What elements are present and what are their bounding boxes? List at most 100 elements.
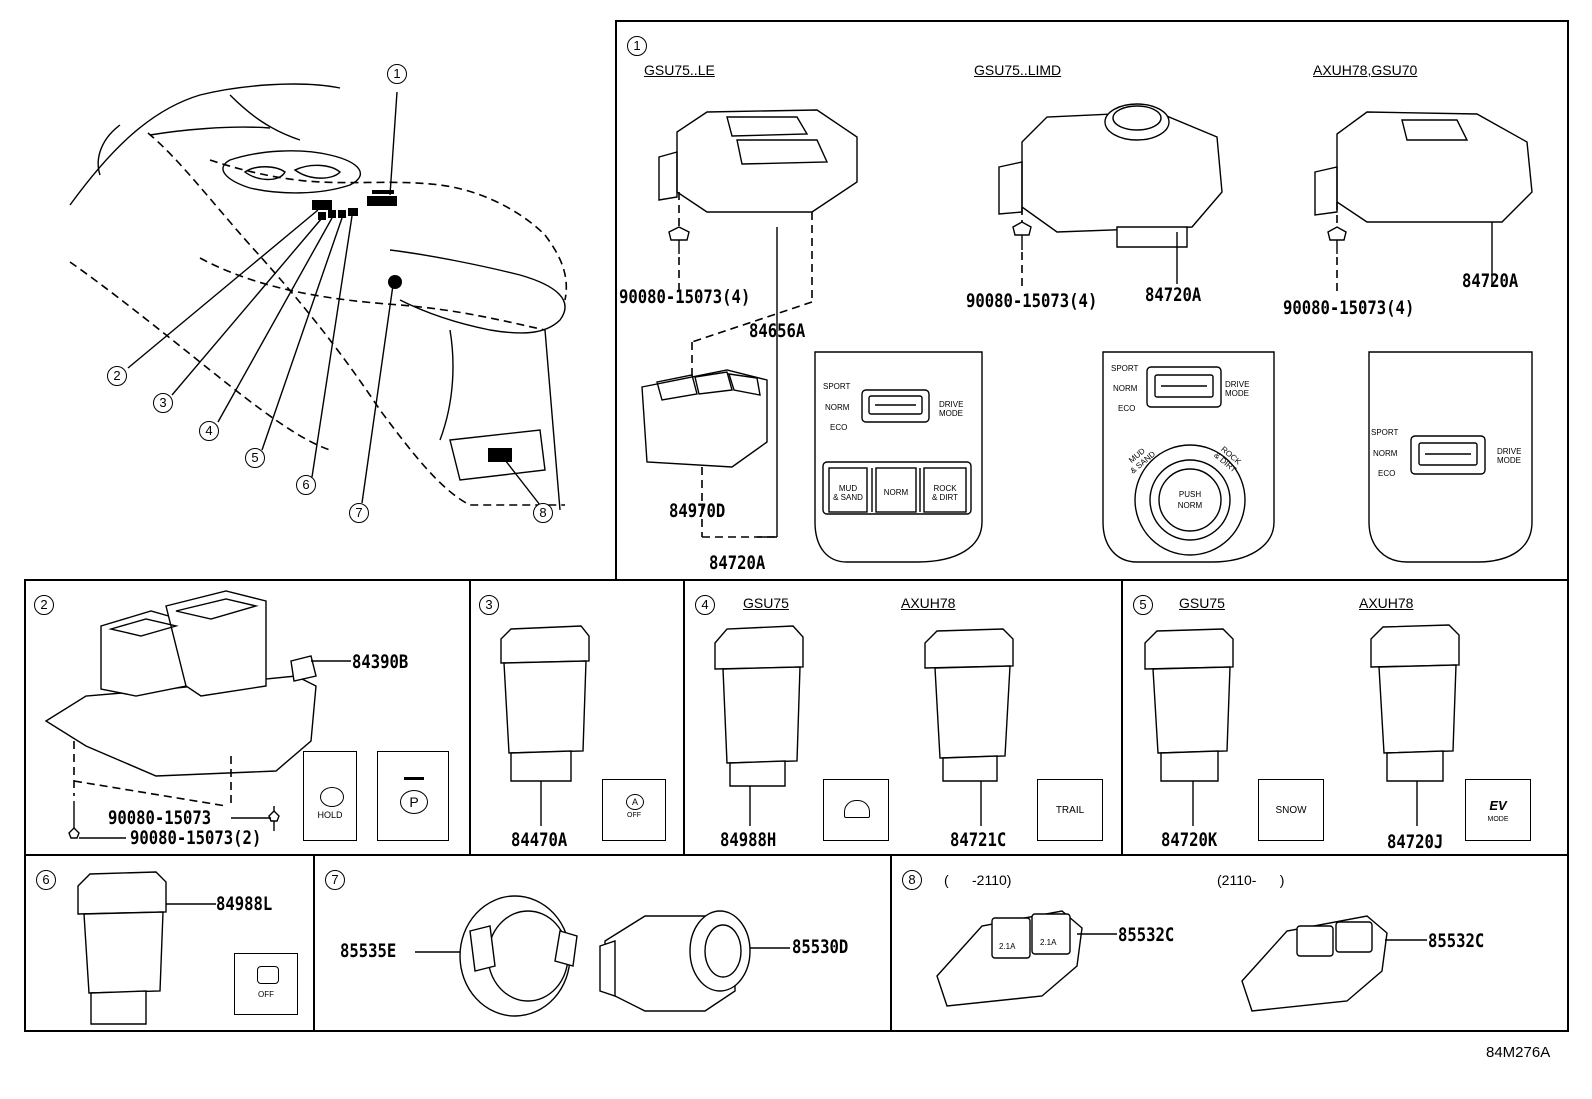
- panel-4-label-a: GSU75: [743, 595, 789, 611]
- panel-4-number: 4: [695, 595, 715, 615]
- callout-3: 3: [153, 393, 173, 413]
- variant-a-label: GSU75..LE: [644, 62, 715, 78]
- panel-3-off-label: OFF: [627, 812, 641, 819]
- panel-3-part: 84470A: [511, 829, 568, 851]
- plate-b-dial-norm: NORM: [1177, 501, 1203, 510]
- callout-1: 1: [387, 64, 407, 84]
- panel-6-switch: 6 84988L OFF: [24, 854, 315, 1032]
- panel-5-number: 5: [1133, 595, 1153, 615]
- panel-5-switches: 5 GSU75 AXUH78 84720K 84720J SNOW EV MOD…: [1121, 579, 1569, 856]
- plate-b-mode: MODE: [1225, 389, 1249, 398]
- plate-a-mode: MODE: [939, 409, 963, 418]
- plate-c-drive: DRIVE: [1497, 447, 1522, 456]
- panel-6-part: 84988L: [216, 893, 273, 915]
- plate-b-eco: ECO: [1118, 404, 1136, 413]
- panel-8-label-a: ( -2110): [944, 872, 1012, 888]
- callout-6: 6: [296, 475, 316, 495]
- plate-a-norm: NORM: [825, 403, 850, 412]
- callout-5: 5: [245, 448, 265, 468]
- panel-4-switch-face-b: TRAIL: [1037, 779, 1103, 841]
- panel-4-part-b: 84721C: [950, 829, 1007, 851]
- plate-a-eco: ECO: [830, 423, 848, 432]
- panel-3-switch-face: A OFF: [602, 779, 666, 841]
- panel-1-number: 1: [627, 36, 647, 56]
- callout-4: 4: [199, 421, 219, 441]
- panel-7-sockets: 7 85535E 85530D: [313, 854, 892, 1032]
- plate-a-btn-rock: ROCK & DIRT: [931, 484, 959, 502]
- panel-5-switch-face-a: SNOW: [1258, 779, 1324, 841]
- panel-8-drawing: [936, 910, 1427, 1012]
- callout-8: 8: [533, 503, 553, 523]
- plate-b-norm: NORM: [1113, 384, 1138, 393]
- panel-4-label-b: AXUH78: [901, 595, 956, 611]
- panel-8-number: 8: [902, 870, 922, 890]
- variant-a-switch-part: 84970D: [669, 500, 726, 522]
- panel-6-off-label: OFF: [258, 990, 274, 999]
- plate-b-drive: DRIVE: [1225, 380, 1250, 389]
- plate-b-dial-push: PUSH: [1178, 490, 1202, 499]
- panel-2-parking-switch-face: P: [377, 751, 449, 841]
- panel-6-drawing: [77, 871, 216, 1025]
- panel-6-number: 6: [36, 870, 56, 890]
- callout-2: 2: [107, 366, 127, 386]
- panel-5-switch-face-b: EV MODE: [1465, 779, 1531, 841]
- plate-c-sport: SPORT: [1371, 428, 1399, 437]
- panel-7-part-a: 85535E: [340, 940, 397, 962]
- traction-icon: [257, 966, 279, 984]
- panel-7-part-b: 85530D: [792, 936, 849, 958]
- panel-4-drawing: [714, 625, 1014, 826]
- panel-2-number: 2: [34, 595, 54, 615]
- panel-2-parking-brake-switch: 2 84390B 90080-15073 90080-15073(2) HOLD…: [24, 579, 471, 856]
- plate-a-sport: SPORT: [823, 382, 851, 391]
- usb-a-left-rating: 2.1A: [999, 942, 1016, 951]
- panel-5-mode-label: MODE: [1487, 816, 1509, 823]
- panel-2-bolt-2: 90080-15073(2): [130, 827, 262, 849]
- panel-5-part-b: 84720J: [1387, 831, 1444, 853]
- panel-3-drawing: [500, 625, 590, 826]
- panel-2-hold-switch-face: HOLD: [303, 751, 357, 841]
- panel-5-drawing: [1144, 624, 1460, 826]
- panel-5-part-a: 84720K: [1161, 829, 1218, 851]
- panel-3-auto-switch: 3 84470A A OFF: [469, 579, 685, 856]
- variant-a-assy-part: 84720A: [709, 552, 766, 574]
- variant-a-top-part: 84656A: [749, 320, 806, 342]
- plate-c-eco: ECO: [1378, 469, 1396, 478]
- panel-7-number: 7: [325, 870, 345, 890]
- variant-c-part: 84720A: [1462, 270, 1519, 292]
- panel-8-label-b: (2110- ): [1217, 872, 1285, 888]
- panel-5-label-a: GSU75: [1179, 595, 1225, 611]
- panel-7-drawing: [415, 895, 790, 1017]
- usb-a-right-rating: 2.1A: [1040, 938, 1057, 947]
- variant-b-part: 84720A: [1145, 284, 1202, 306]
- diagram-code: 84M276A: [1486, 1044, 1551, 1061]
- panel-3-number: 3: [479, 595, 499, 615]
- overview-console-illustration: 1 2 3 4 5 6 7 8: [0, 0, 600, 570]
- panel-2-part: 84390B: [352, 651, 409, 673]
- hill-icon: [844, 800, 870, 818]
- parking-p-icon: P: [400, 790, 428, 814]
- plate-a-btn-norm: NORM: [883, 488, 909, 497]
- panel-1-drawing: [641, 103, 1533, 563]
- hold-label: HOLD: [317, 810, 343, 820]
- plate-b-sport: SPORT: [1111, 364, 1139, 373]
- variant-c-bolt-part: 90080-15073(4): [1283, 297, 1415, 319]
- panel-2-bolt-1: 90080-15073: [108, 807, 212, 829]
- panel-8-usb-chargers: 8 ( -2110) (2110- ) 2.1A 2.1A 85532C 855…: [890, 854, 1569, 1032]
- panel-4-switches: 4 GSU75 AXUH78 84988H 84721C TRAIL: [683, 579, 1123, 856]
- panel-8-part-b: 85532C: [1428, 930, 1485, 952]
- panel-2-drawing: [44, 590, 351, 839]
- plate-a-btn-mud: MUD & SAND: [833, 484, 863, 502]
- panel-5-label-b: AXUH78: [1359, 595, 1414, 611]
- panel-5-snow-label: SNOW: [1275, 805, 1307, 816]
- panel-5-ev-label: EV: [1489, 798, 1507, 813]
- variant-b-bolt-part: 90080-15073(4): [966, 290, 1098, 312]
- variant-c-label: AXUH78,GSU70: [1313, 62, 1418, 78]
- plate-a-drive: DRIVE: [939, 400, 964, 409]
- callout-7: 7: [349, 503, 369, 523]
- plate-c-mode: MODE: [1497, 456, 1521, 465]
- panel-6-switch-face: OFF: [234, 953, 298, 1015]
- panel-4-switch-face-a: [823, 779, 889, 841]
- variant-a-bolt-part: 90080-15073(4): [619, 286, 751, 308]
- panel-1-drive-mode-switch: 1: [615, 20, 1569, 581]
- panel-4-trail-label: TRAIL: [1055, 805, 1085, 816]
